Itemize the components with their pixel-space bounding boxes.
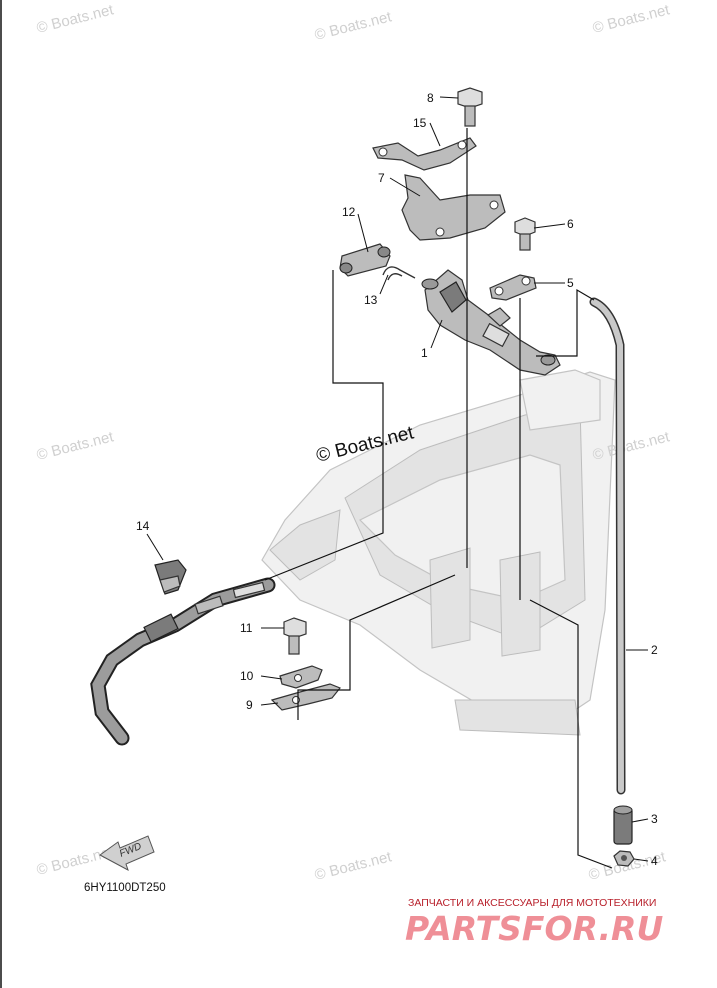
callout-11: 11 (240, 621, 253, 635)
watermark-text: © Boats.net (35, 1, 116, 37)
part-9-bracket (270, 683, 341, 711)
callout-5: 5 (567, 276, 574, 290)
banner-logo: PARTSFOR.RU (405, 909, 663, 948)
banner-subtitle: ЗАПЧАСТИ И АКСЕССУАРЫ ДЛЯ МОТОТЕХНИКИ (408, 897, 656, 909)
fwd-arrow-icon: FWD (99, 835, 155, 872)
callout-3: 3 (651, 812, 658, 826)
callout-9: 9 (246, 698, 253, 712)
part-1-assembly (421, 269, 561, 376)
part-5-link (489, 274, 537, 301)
part-14-clip (154, 559, 187, 595)
diagram-code: 6HY1100DT250 (84, 882, 166, 894)
part-6-bolt (514, 217, 536, 251)
callout-12: 12 (342, 205, 356, 219)
watermark-text: © Boats.net (591, 1, 672, 37)
part-2-rod (589, 297, 626, 795)
callout-8: 8 (427, 91, 434, 105)
callout-14: 14 (136, 519, 150, 533)
partsfor-banner: ЗАПЧАСТИ И АКСЕССУАРЫ ДЛЯ МОТОТЕХНИКИ PA… (405, 897, 663, 948)
callout-1: 1 (421, 346, 428, 360)
part-10-plate (279, 665, 323, 689)
callout-6: 6 (567, 217, 574, 231)
part-3-grommet (613, 805, 633, 845)
part-13-clip (382, 266, 416, 281)
watermark-text: © Boats.net (313, 848, 394, 884)
watermark-text: © Boats.net (313, 8, 394, 44)
part-4-nut (613, 850, 635, 867)
part-cable (90, 577, 276, 746)
callout-13: 13 (364, 293, 378, 307)
callout-10: 10 (240, 669, 254, 683)
callout-4: 4 (651, 854, 658, 868)
leader-lines (146, 96, 649, 862)
callout-15: 15 (413, 116, 427, 130)
part-12-clamp (339, 243, 391, 277)
part-7-bracket (401, 174, 506, 241)
watermark-text: © Boats.net (35, 843, 116, 879)
watermark-text: © Boats.net (35, 428, 116, 464)
callout-7: 7 (378, 171, 385, 185)
part-15-plate (372, 137, 477, 171)
assembly-frame-lines (264, 128, 613, 869)
part-11-bolt (283, 617, 307, 655)
cowling-ghost-illustration (261, 369, 616, 736)
callout-2: 2 (651, 643, 658, 657)
callout-numbers: 8 15 7 12 13 1 6 5 2 3 4 14 11 10 9 (136, 91, 658, 868)
part-8-bolt (457, 87, 483, 127)
